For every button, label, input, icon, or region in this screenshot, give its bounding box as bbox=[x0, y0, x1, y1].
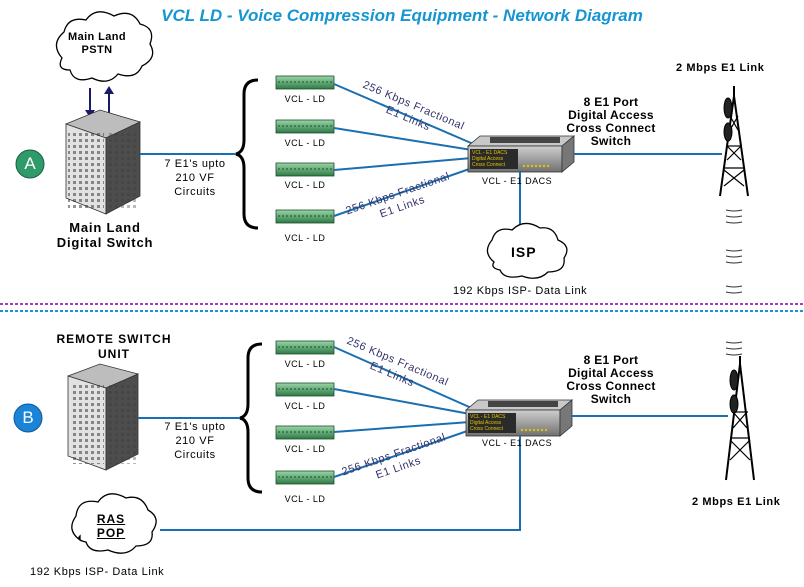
port-a-line4: Switch bbox=[590, 134, 632, 148]
section-a-badge bbox=[15, 149, 45, 179]
dacs-panel-text-a: VCL - E1 DACS Digital Access Cross Conne… bbox=[472, 150, 507, 168]
vcl-ld-device-icon bbox=[275, 119, 335, 134]
isp-cloud-icon bbox=[486, 222, 568, 279]
dacs-switch-icon-b bbox=[464, 399, 574, 437]
e1-circuits-b-line2: 210 VF bbox=[175, 435, 215, 447]
dacs-panel-a-line3: Cross Connect bbox=[472, 162, 506, 168]
ras-pop-line1: RAS bbox=[96, 512, 126, 526]
port-b-line4: Switch bbox=[590, 392, 632, 406]
badge-b-label: B bbox=[22, 408, 34, 427]
vcl-ld-label: VCL - LD bbox=[284, 494, 326, 504]
remote-switch-line1: REMOTE SWITCH bbox=[56, 332, 172, 346]
curly-brace-b bbox=[239, 342, 263, 494]
vcl-ld-device-icon bbox=[275, 470, 335, 485]
page-title: VCL LD - Voice Compression Equipment - N… bbox=[161, 6, 643, 25]
vcl-ld-label: VCL - LD bbox=[284, 444, 326, 454]
port-a-line2: Digital Access bbox=[568, 108, 654, 122]
port-b-line3: Cross Connect bbox=[566, 379, 656, 393]
vcl-ld-label: VCL - LD bbox=[284, 138, 326, 148]
e1-circuits-label-b: 7 E1's upto 210 VF Circuits bbox=[160, 420, 230, 462]
pstn-cloud-icon bbox=[55, 11, 154, 82]
port-label-b: 8 E1 Port Digital Access Cross Connect S… bbox=[556, 354, 666, 406]
e1-circuits-b-line3: Circuits bbox=[174, 449, 216, 461]
port-label-a: 8 E1 Port Digital Access Cross Connect S… bbox=[556, 96, 666, 148]
vcl-ld-device-icon bbox=[275, 162, 335, 177]
radio-tower-icon-a bbox=[719, 86, 749, 197]
mainland-switch-line1: Main Land bbox=[69, 220, 141, 235]
mainland-switch-label: Main Land Digital Switch bbox=[40, 220, 170, 250]
dacs-panel-a-line1: VCL - E1 DACS bbox=[472, 150, 508, 156]
tower-label-a: 2 Mbps E1 Link bbox=[676, 62, 765, 74]
remote-switch-building-icon bbox=[66, 363, 140, 471]
wireless-signal-waves-icon bbox=[725, 209, 743, 356]
remote-switch-line2: UNIT bbox=[98, 347, 130, 361]
e1-circuits-a-line2: 210 VF bbox=[175, 172, 215, 184]
dacs-panel-b-line2: Digital Access bbox=[470, 420, 502, 426]
mainland-switch-building-icon bbox=[64, 109, 142, 215]
vcl-ld-devices-b bbox=[275, 340, 335, 485]
dacs-panel-text-b: VCL - E1 DACS Digital Access Cross Conne… bbox=[470, 414, 505, 432]
radio-tower-icon-b bbox=[725, 356, 755, 481]
pstn-label-line2: PSTN bbox=[81, 44, 113, 56]
port-b-line1: 8 E1 Port bbox=[583, 353, 639, 367]
dacs-label-a: VCL - E1 DACS bbox=[482, 176, 553, 186]
dacs-panel-b-line3: Cross Connect bbox=[470, 426, 504, 432]
dacs-panel-a-line2: Digital Access bbox=[472, 156, 504, 162]
curly-brace-a bbox=[235, 78, 259, 230]
port-a-line1: 8 E1 Port bbox=[583, 95, 639, 109]
port-a-line3: Cross Connect bbox=[566, 121, 656, 135]
e1-circuits-label-a: 7 E1's upto 210 VF Circuits bbox=[160, 157, 230, 199]
dacs-panel-b-line1: VCL - E1 DACS bbox=[470, 414, 506, 420]
pstn-label-line1: Main Land bbox=[68, 31, 126, 43]
ras-pop-label: RAS POP bbox=[84, 512, 138, 540]
tower-label-b: 2 Mbps E1 Link bbox=[692, 496, 781, 508]
e1-circuits-a-line1: 7 E1's upto bbox=[164, 158, 226, 170]
ras-pop-line2: POP bbox=[96, 526, 126, 540]
isp-data-link-label-a: 192 Kbps ISP- Data Link bbox=[453, 285, 588, 297]
isp-label: ISP bbox=[511, 244, 537, 260]
vcl-ld-label: VCL - LD bbox=[284, 180, 326, 190]
dacs-label-b: VCL - E1 DACS bbox=[482, 438, 553, 448]
vcl-ld-label: VCL - LD bbox=[284, 233, 326, 243]
e1-circuits-a-line3: Circuits bbox=[174, 186, 216, 198]
vcl-ld-label: VCL - LD bbox=[284, 94, 326, 104]
section-b-badge bbox=[13, 403, 43, 433]
badge-a-label: A bbox=[24, 154, 36, 173]
vcl-ld-devices-a bbox=[275, 75, 335, 224]
remote-switch-label: REMOTE SWITCH UNIT bbox=[40, 332, 188, 362]
fractional-e1-links-a bbox=[333, 83, 479, 217]
isp-data-link-label-b: 192 Kbps ISP- Data Link bbox=[30, 566, 165, 578]
vcl-ld-device-icon bbox=[275, 382, 335, 397]
fractional-e1-links-b bbox=[333, 346, 477, 478]
dacs-to-ras-line bbox=[160, 436, 521, 531]
vcl-ld-device-icon bbox=[275, 75, 335, 90]
dacs-switch-icon-a bbox=[466, 135, 576, 173]
vcl-ld-device-icon bbox=[275, 425, 335, 440]
pstn-label: Main Land PSTN bbox=[60, 31, 134, 57]
port-b-line2: Digital Access bbox=[568, 366, 654, 380]
section-divider bbox=[0, 303, 804, 312]
vcl-ld-label: VCL - LD bbox=[284, 401, 326, 411]
e1-circuits-b-line1: 7 E1's upto bbox=[164, 421, 226, 433]
mainland-switch-line2: Digital Switch bbox=[56, 235, 154, 250]
ras-pop-cloud-icon bbox=[71, 493, 157, 554]
vcl-ld-device-icon bbox=[275, 209, 335, 224]
vcl-ld-label: VCL - LD bbox=[284, 359, 326, 369]
vcl-ld-device-icon bbox=[275, 340, 335, 355]
